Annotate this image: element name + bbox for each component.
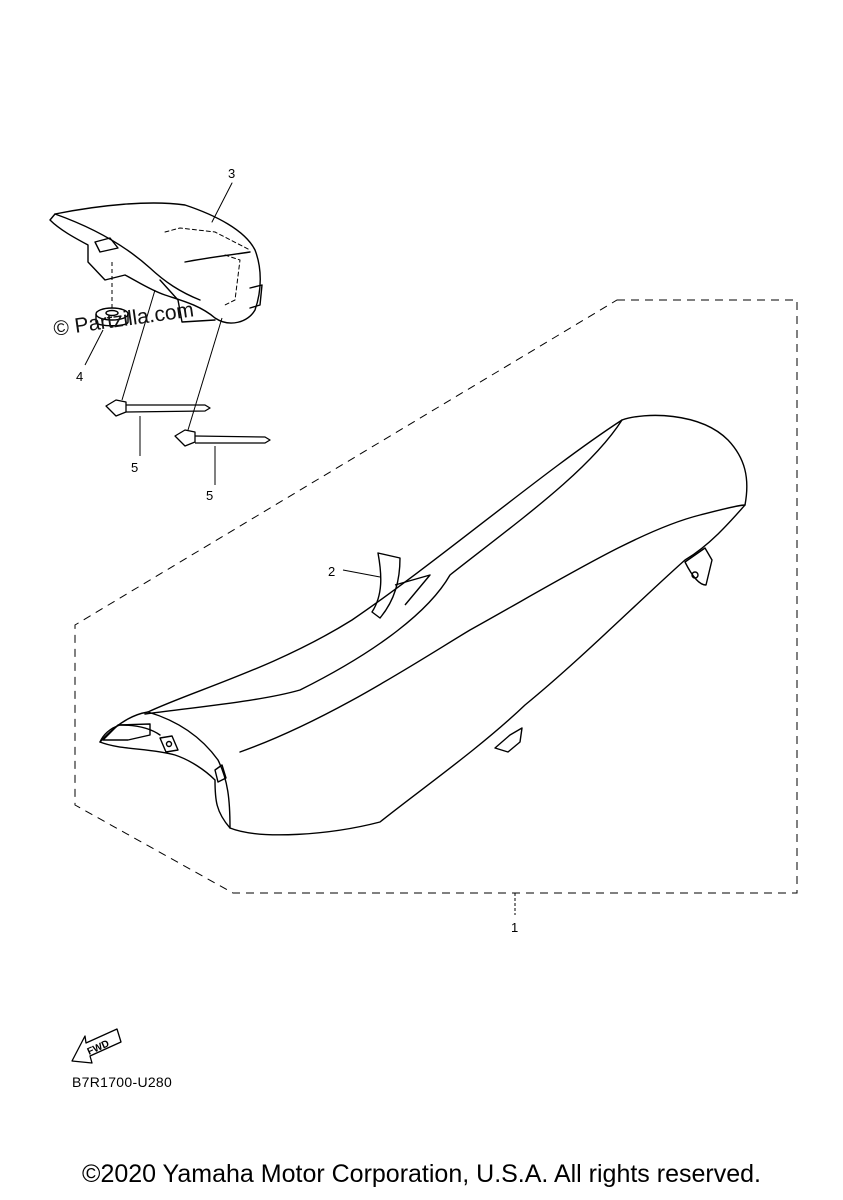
clip-upper-head: [105, 399, 127, 417]
callout-5b: 5: [206, 488, 213, 503]
callout-5a: 5: [131, 460, 138, 475]
seat-assembly: [99, 414, 748, 836]
seat-front-lower-hook: [214, 764, 227, 783]
assembly-boundary-dashed: [74, 299, 798, 894]
callout-leader-4: [84, 329, 104, 366]
clip-lower-guide: [187, 317, 223, 431]
seat-top-ridge: [144, 419, 623, 715]
clip-lower-head: [174, 429, 196, 447]
seat-front-hook: [159, 735, 179, 753]
rear-cover-mount: [249, 284, 263, 309]
strap-body: [371, 552, 401, 619]
clip-lower-arm: [194, 435, 271, 444]
seat-rear-bracket: [684, 547, 713, 586]
clip-lower: [174, 317, 271, 485]
rear-cover-ridge: [54, 213, 201, 301]
diagram-code: B7R1700-U280: [72, 1074, 173, 1090]
fwd-arrow-icon: FWD: [71, 1028, 122, 1064]
callout-4: 4: [76, 369, 83, 384]
rear-cover-clip: [94, 237, 119, 253]
copyright-notice: ©2020 Yamaha Motor Corporation, U.S.A. A…: [82, 1160, 761, 1188]
strap-base: [394, 574, 431, 606]
grommet-hole: [105, 309, 119, 317]
seat-side-crease: [239, 504, 746, 753]
rear-cover-underside: [159, 279, 216, 323]
clip-upper-guide: [121, 289, 156, 401]
clip-upper-arm: [125, 404, 211, 413]
rear-cover-top-line: [184, 251, 251, 263]
seat-rear-bracket-hole: [691, 571, 699, 579]
grommet: [84, 262, 129, 366]
seat-front-channel: [147, 711, 231, 829]
rear-cover: [49, 182, 263, 324]
grommet-body: [95, 314, 129, 327]
callout-1: 1: [511, 920, 518, 935]
rear-cover-hidden-1: [164, 227, 251, 251]
callout-leader-3: [211, 182, 233, 223]
callout-3: 3: [228, 166, 235, 181]
seat-outline: [99, 414, 748, 836]
seat-front-hook-hole: [165, 740, 173, 748]
rear-cover-hidden-2: [224, 254, 241, 306]
seat-mid-hook: [494, 727, 523, 753]
callout-2: 2: [328, 564, 335, 579]
seat-strap: [342, 552, 431, 619]
seat-front-bracket: [102, 723, 151, 741]
callout-leader-2: [342, 569, 381, 578]
rear-cover-outline: [49, 202, 261, 324]
clip-upper: [105, 289, 211, 456]
